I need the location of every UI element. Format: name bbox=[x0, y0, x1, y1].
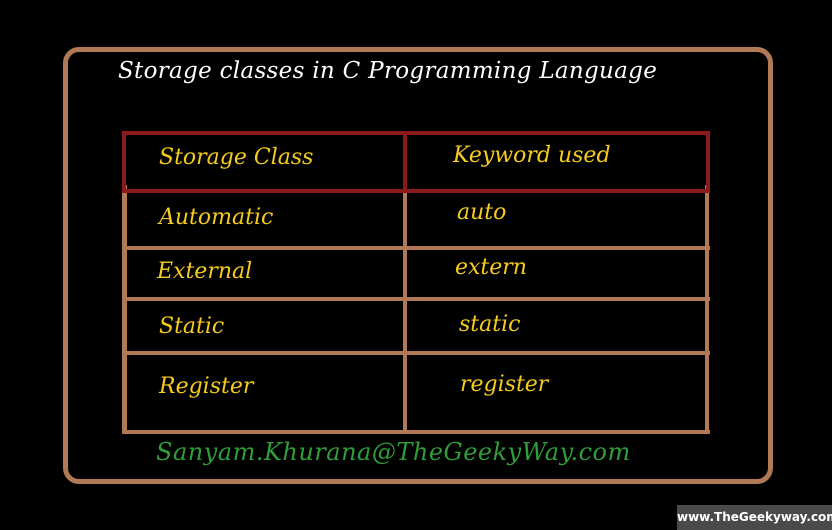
table-left-border bbox=[122, 185, 127, 434]
author-email: Sanyam.Khurana@TheGeekyWay.com bbox=[156, 438, 631, 466]
row-automatic-class: Automatic bbox=[159, 205, 274, 230]
row-static-keyword: static bbox=[459, 312, 521, 337]
row-divider bbox=[122, 351, 710, 355]
row-register-keyword: register bbox=[460, 372, 549, 397]
storage-class-table: Storage Class Keyword used Automatic aut… bbox=[122, 131, 710, 434]
table-right-border bbox=[705, 185, 709, 434]
table-middle-divider bbox=[403, 185, 407, 434]
header-storage-class: Storage Class bbox=[159, 145, 314, 170]
outer-frame bbox=[63, 47, 773, 484]
diagram-title: Storage classes in C Programming Languag… bbox=[118, 58, 658, 84]
table-bottom-border bbox=[122, 430, 710, 434]
row-register-class: Register bbox=[159, 374, 254, 399]
row-automatic-keyword: auto bbox=[457, 200, 507, 225]
table-header-box bbox=[122, 131, 710, 193]
row-static-class: Static bbox=[159, 314, 225, 339]
row-divider bbox=[122, 246, 710, 250]
row-divider bbox=[122, 297, 710, 301]
site-watermark: www.TheGeekyway.com bbox=[677, 505, 832, 530]
header-divider bbox=[403, 131, 407, 193]
header-keyword-used: Keyword used bbox=[453, 143, 611, 168]
row-external-class: External bbox=[157, 259, 253, 284]
row-external-keyword: extern bbox=[455, 255, 527, 280]
